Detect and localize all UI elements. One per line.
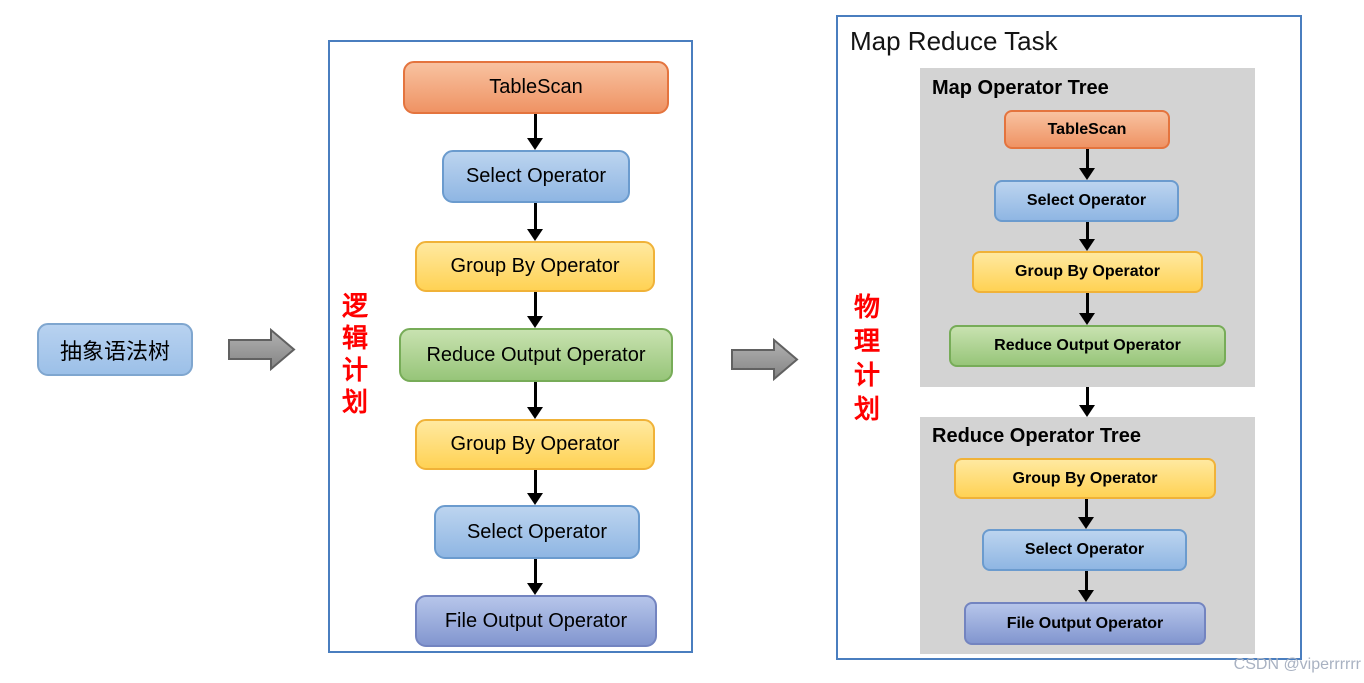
node-label: Group By Operator	[1015, 263, 1160, 280]
node-file-output-operator: File Output Operator	[964, 602, 1206, 645]
down-arrow-icon	[526, 114, 544, 150]
right-block-arrow-icon	[731, 338, 799, 381]
node-reduce-output-operator: Reduce Output Operator	[949, 325, 1226, 367]
down-arrow-icon	[526, 382, 544, 419]
down-arrow-icon	[526, 203, 544, 241]
down-arrow-icon	[1078, 293, 1096, 325]
node-label: Select Operator	[1026, 192, 1147, 209]
down-arrow-icon	[1078, 149, 1096, 180]
map-operator-tree-panel: Map Operator Tree TableScan Select Opera…	[920, 68, 1255, 387]
node-select-operator: Select Operator	[982, 529, 1187, 571]
node-label: File Output Operator	[1006, 614, 1164, 632]
map-operator-tree-title: Map Operator Tree	[932, 77, 1109, 99]
right-block-arrow-icon	[228, 328, 296, 371]
logical-plan-container: 逻辑计划 TableScan Select Operator Group By …	[328, 40, 693, 653]
down-arrow-icon	[526, 559, 544, 595]
node-tablescan: TableScan	[1004, 110, 1170, 149]
node-label: File Output Operator	[444, 609, 628, 632]
physical-plan-vertical-label: 物理计划	[853, 292, 880, 424]
down-arrow-icon	[1078, 387, 1096, 417]
map-reduce-task-title: Map Reduce Task	[850, 26, 1058, 56]
down-arrow-icon	[1078, 222, 1096, 251]
reduce-operator-tree-panel: Reduce Operator Tree Group By Operator S…	[920, 417, 1255, 654]
node-label: Select Operator	[1024, 541, 1145, 558]
reduce-operator-tree-title: Reduce Operator Tree	[932, 425, 1141, 447]
node-tablescan: TableScan	[403, 61, 669, 114]
node-label: Select Operator	[465, 165, 607, 187]
node-label: Group By Operator	[450, 255, 620, 277]
node-group-by-operator: Group By Operator	[415, 241, 655, 292]
down-arrow-icon	[1077, 499, 1095, 529]
node-reduce-output-operator: Reduce Output Operator	[399, 328, 673, 382]
node-label: Group By Operator	[1012, 469, 1158, 487]
node-file-output-operator: File Output Operator	[415, 595, 657, 647]
node-select-operator: Select Operator	[434, 505, 640, 559]
physical-plan-container: Map Reduce Task 物理计划 Map Operator Tree T…	[836, 15, 1302, 660]
node-label: TableScan	[1047, 120, 1127, 138]
node-label: Reduce Output Operator	[426, 343, 646, 366]
down-arrow-icon	[1077, 571, 1095, 602]
ast-node: 抽象语法树	[37, 323, 193, 376]
node-label: Reduce Output Operator	[994, 337, 1181, 354]
node-select-operator: Select Operator	[994, 180, 1179, 222]
node-label: TableScan	[489, 76, 583, 98]
node-group-by-operator: Group By Operator	[415, 419, 655, 470]
node-label: Select Operator	[466, 520, 608, 543]
node-group-by-operator: Group By Operator	[972, 251, 1203, 293]
down-arrow-icon	[526, 470, 544, 505]
ast-node-label: 抽象语法树	[59, 338, 170, 364]
node-select-operator: Select Operator	[442, 150, 630, 203]
watermark: CSDN @viperrrrrr	[1233, 656, 1361, 673]
down-arrow-icon	[526, 292, 544, 328]
node-group-by-operator: Group By Operator	[954, 458, 1216, 499]
node-label: Group By Operator	[450, 433, 620, 455]
logical-plan-vertical-label: 逻辑计划	[341, 291, 368, 417]
